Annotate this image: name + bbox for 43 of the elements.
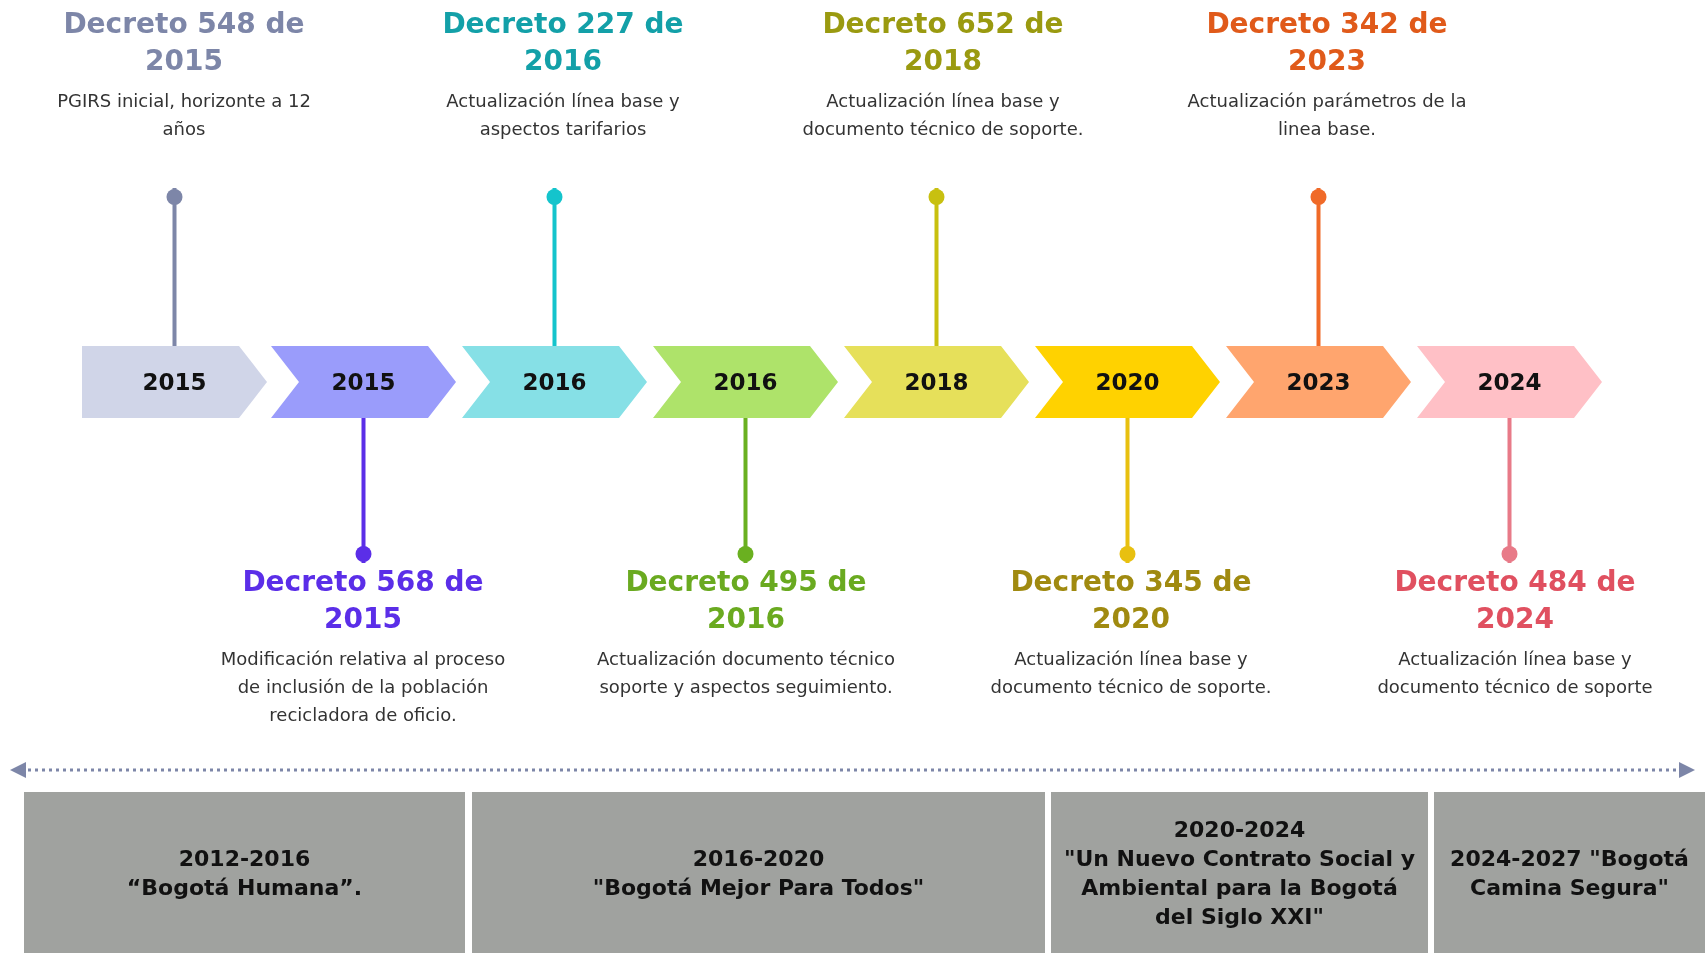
timeline-pin [1310, 188, 1327, 346]
year-label: 2016 [522, 369, 587, 395]
period-panel [472, 792, 1045, 953]
decree-title: Decreto 568 de 2015 [241, 564, 485, 637]
timeline-pin [928, 188, 945, 346]
period-panel [1434, 792, 1705, 953]
period-text: "Bogotá Mejor Para Todos" [592, 873, 925, 902]
timeline-pin [546, 188, 563, 346]
period-panel [1051, 792, 1428, 953]
year-label: 2024 [1477, 369, 1542, 395]
period-text: "Un Nuevo Contrato Social y Ambiental para la Bogotá del Siglo XXI" [1062, 844, 1417, 931]
description-text: Actualización línea base y aspectos tarifarios [445, 89, 681, 141]
decree-title: Decreto 548 de 2015 [62, 6, 306, 79]
year-label: 2018 [904, 369, 969, 395]
decree-title: Decreto 342 de 2023 [1205, 6, 1449, 79]
timeline-pin [1501, 418, 1518, 563]
description-text: Actualización parámetros de la linea base. [1186, 89, 1468, 141]
period-text: 2012-2016 [178, 844, 311, 873]
decree-title: Decreto 345 de 2020 [1009, 564, 1253, 637]
description-text: Actualización documento técnico soporte y aspectos seguimiento. [596, 647, 896, 699]
period-panel [24, 792, 465, 953]
description-text: Modificación relativa al proceso de inclusión de la población recicladora de oficio. [219, 647, 507, 727]
period-text: 2024-2027 "Bogotá Camina Segura" [1449, 844, 1690, 902]
decree-title: Decreto 227 de 2016 [441, 6, 685, 79]
year-label: 2016 [713, 369, 778, 395]
description-text: Actualización línea base y documento técnico de soporte. [801, 89, 1085, 141]
description-text: Actualización línea base y documento técnico de soporte. [989, 647, 1273, 699]
year-label: 2015 [142, 369, 207, 395]
timeline-pin [166, 188, 183, 346]
decree-title: Decreto 652 de 2018 [821, 6, 1065, 79]
decree-title: Decreto 495 de 2016 [624, 564, 868, 637]
timeline-pin [355, 418, 372, 563]
period-text: “Bogotá Humana”. [126, 873, 363, 902]
decree-title: Decreto 484 de 2024 [1393, 564, 1637, 637]
year-label: 2023 [1286, 369, 1351, 395]
timeline-pin [737, 418, 754, 563]
period-text: 2016-2020 [692, 844, 825, 873]
description-text: Actualización línea base y documento técnico de soporte [1376, 647, 1654, 699]
year-label: 2015 [331, 369, 396, 395]
description-text: PGIRS inicial, horizonte a 12 años [56, 89, 312, 141]
year-label: 2020 [1095, 369, 1160, 395]
timeline-pin [1119, 418, 1136, 563]
period-text: 2020-2024 [1173, 815, 1306, 844]
